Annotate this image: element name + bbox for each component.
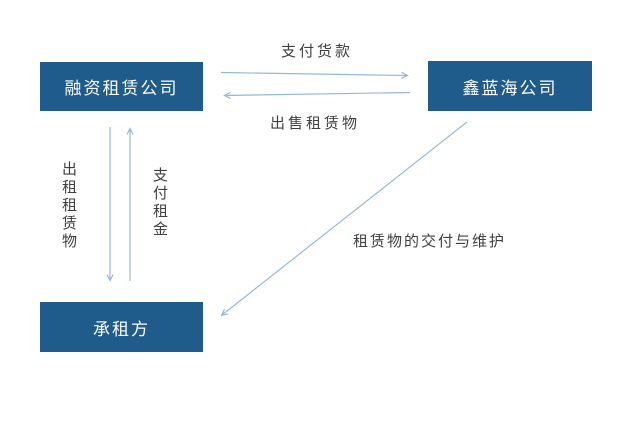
node-financial-leasing-company: 融资租赁公司 (40, 62, 203, 111)
node-lessee: 承租方 (40, 302, 203, 352)
delivery-maintenance-arrow (220, 121, 468, 317)
lease-out-asset-label: 出租租赁物 (60, 161, 77, 251)
pay-goods-label: 支付货款 (281, 43, 354, 60)
delivery-maintenance-label: 租赁物的交付与维护 (353, 233, 507, 250)
node-xinlanhai-company: 鑫蓝海公司 (428, 61, 592, 111)
pay-rent-label: 支付租金 (151, 167, 168, 239)
pay-goods-arrow (220, 71, 409, 79)
sell-leased-asset-arrow (223, 91, 411, 99)
sell-leased-asset-label: 出售租赁物 (270, 115, 361, 132)
